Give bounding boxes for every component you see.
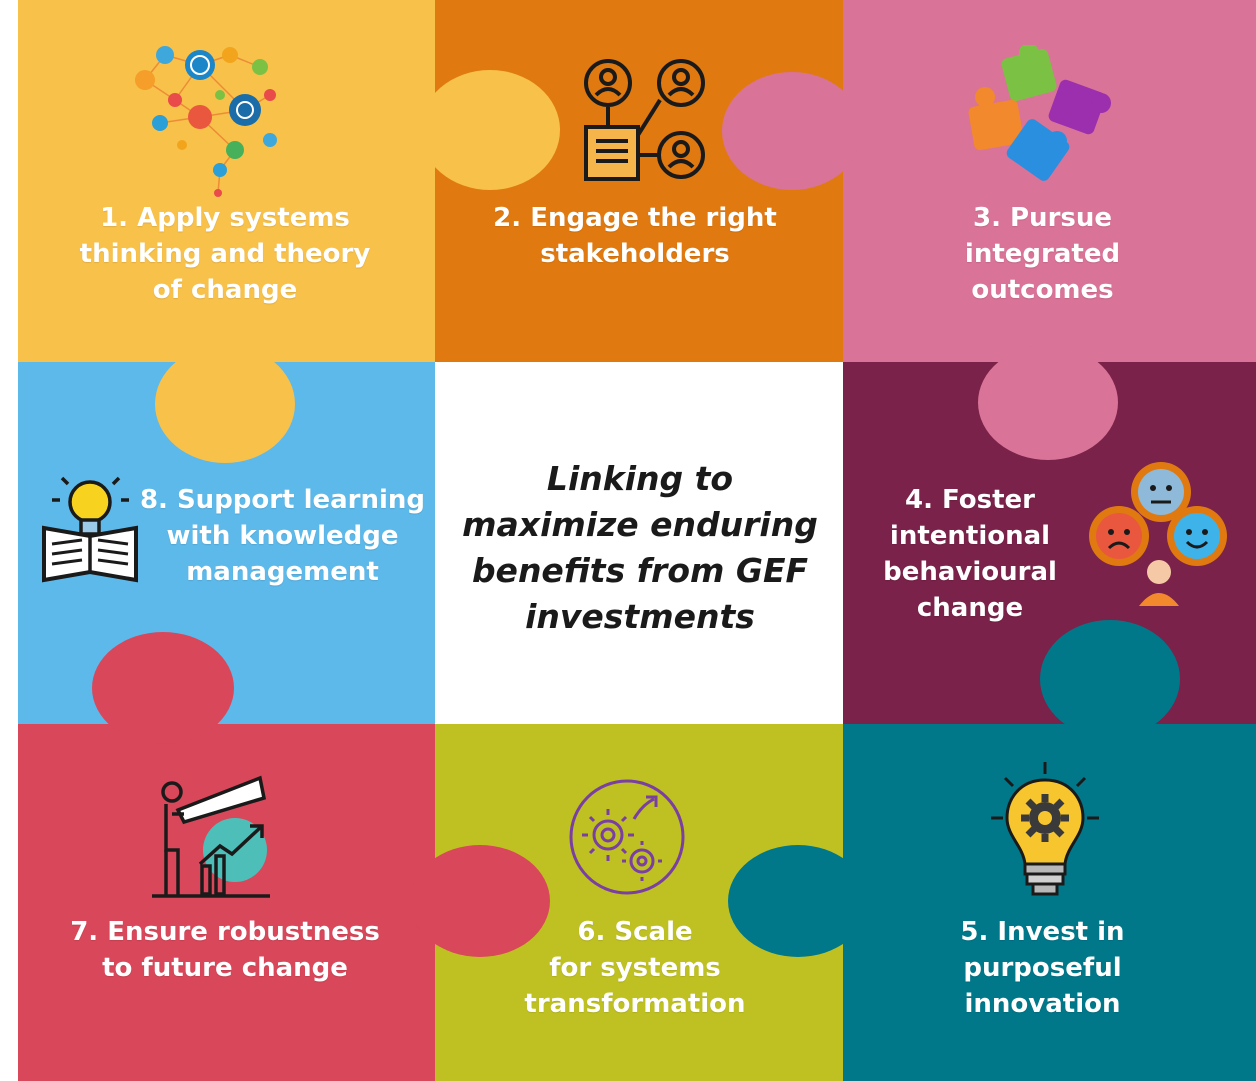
gears-scaling-icon bbox=[569, 779, 685, 895]
knob-1-bottom bbox=[155, 345, 295, 463]
knob-3-bottom bbox=[978, 345, 1118, 460]
knob-7-top bbox=[92, 632, 234, 744]
label-2: 2. Engage the right stakeholders bbox=[493, 203, 777, 269]
puzzle-pieces-icon bbox=[968, 45, 1111, 181]
knob-1-right bbox=[420, 70, 560, 190]
book-lightbulb-icon bbox=[42, 476, 138, 583]
label-7: 7. Ensure robustness to future change bbox=[70, 917, 380, 983]
brain-network-icon bbox=[135, 46, 277, 197]
knob-7-right bbox=[410, 845, 550, 957]
stakeholders-network-icon bbox=[584, 59, 705, 181]
knob-5-top bbox=[1040, 620, 1180, 738]
telescope-growth-icon bbox=[152, 775, 270, 898]
tile-7-robustness bbox=[18, 724, 435, 1081]
center-title: Linking to maximize enduring benefits fr… bbox=[462, 459, 818, 636]
lightbulb-gear-icon bbox=[991, 762, 1099, 896]
knob-5-left bbox=[728, 845, 868, 957]
emotion-faces-icon bbox=[1089, 462, 1227, 606]
knob-3-left bbox=[722, 72, 862, 190]
center-tile bbox=[435, 362, 843, 724]
label-3: 3. Pursue integrated outcomes bbox=[964, 203, 1121, 305]
label-8: 8. Support learning with knowledge manag… bbox=[139, 485, 426, 587]
label-6: 6. Scale for systems transformation bbox=[524, 917, 746, 1019]
label-5: 5. Invest in purposeful innovation bbox=[960, 917, 1125, 1019]
label-1: 1. Apply systems thinking and theory of … bbox=[79, 203, 371, 305]
label-4: 4. Foster intentional behavioural change bbox=[883, 485, 1057, 623]
